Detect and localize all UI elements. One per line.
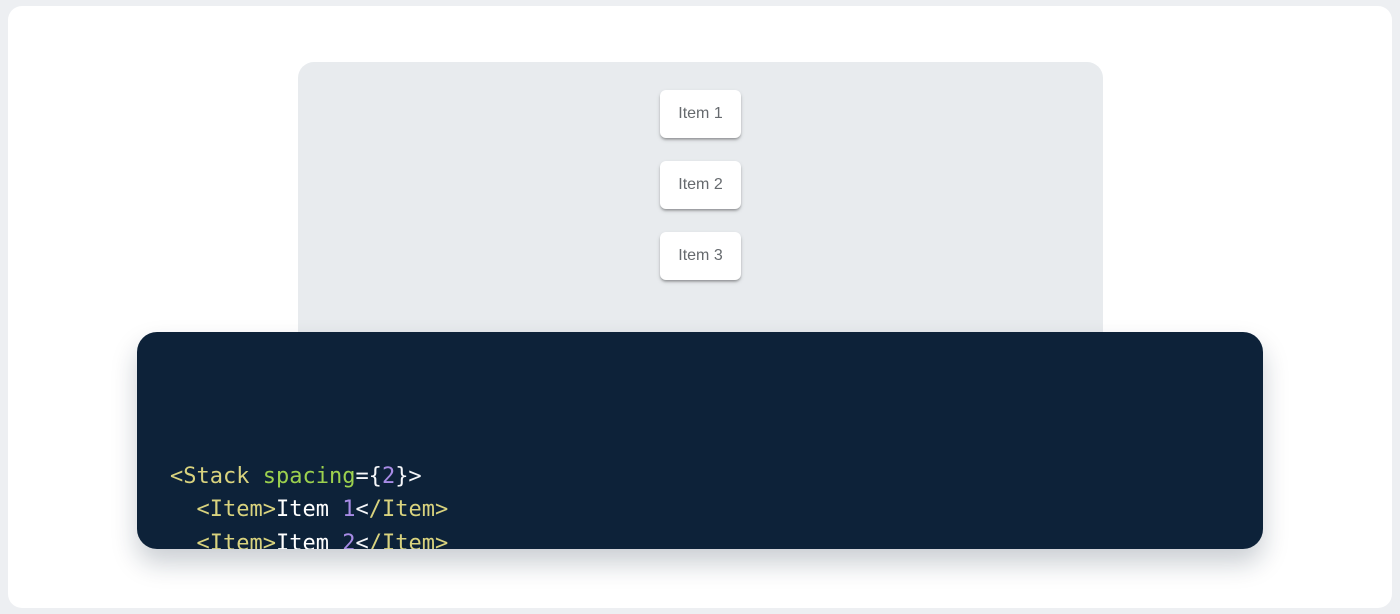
code-content: <Stack spacing={2}> <Item>Item 1</Item> … <box>170 359 1230 550</box>
stack-demo: Item 1 Item 2 Item 3 <box>298 62 1103 280</box>
stack-item: Item 1 <box>660 90 741 138</box>
code-line: <Stack spacing={2}> <box>170 463 422 489</box>
code-line: <Item>Item 1</Item> <box>196 497 449 522</box>
code-block: <Stack spacing={2}> <Item>Item 1</Item> … <box>137 332 1263 549</box>
stack-item: Item 2 <box>660 161 741 209</box>
stack-item: Item 3 <box>660 232 741 280</box>
code-line: <Item>Item 2</Item> <box>196 530 449 550</box>
stack-demo-panel: Item 1 Item 2 Item 3 <box>298 62 1103 354</box>
app-window: Item 1 Item 2 Item 3 <Stack spacing={2}> <… <box>8 6 1392 608</box>
